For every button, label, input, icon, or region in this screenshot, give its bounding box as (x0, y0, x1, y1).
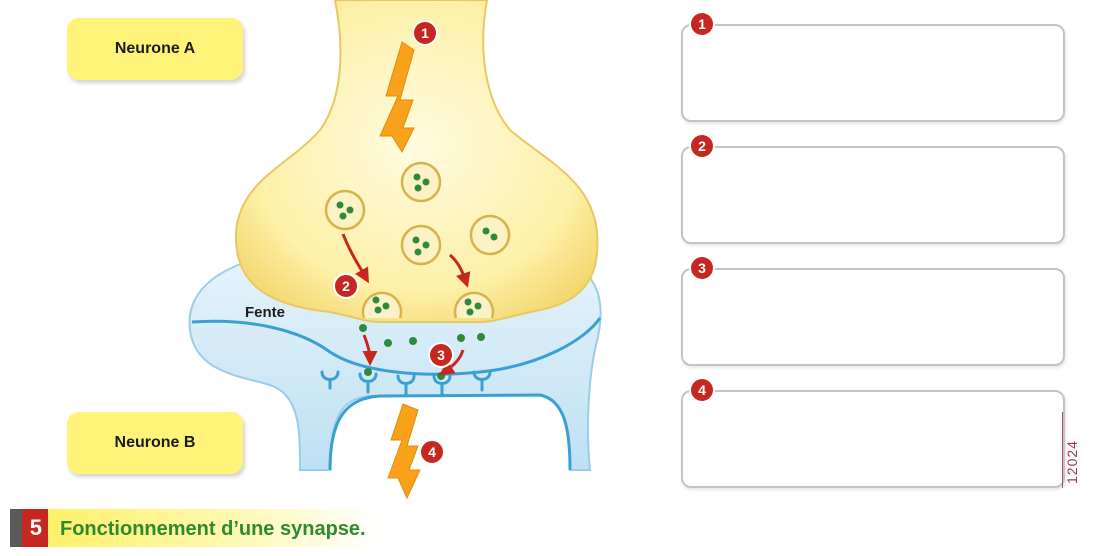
cleft-label: Fente (245, 304, 285, 321)
vesicle-icon (455, 293, 493, 318)
neuron-a-body (236, 0, 598, 322)
neuron-a-label: Neurone A (67, 18, 243, 80)
answer-box-2[interactable] (681, 146, 1065, 244)
answer-badge-4: 4 (691, 379, 713, 401)
answer-box-4[interactable] (681, 390, 1065, 488)
vesicle-icon (471, 216, 509, 254)
answer-badge-1: 1 (691, 13, 713, 35)
lightning-bolt-icon (388, 404, 420, 498)
answer-badge-2: 2 (691, 135, 713, 157)
svg-text:1: 1 (421, 25, 429, 41)
answer-box-3[interactable] (681, 268, 1065, 366)
answer-badge-3: 3 (691, 257, 713, 279)
step-badge-4: 4 (420, 440, 444, 464)
svg-text:3: 3 (437, 347, 445, 363)
step-badge-1: 1 (413, 21, 437, 45)
vesicle-icon (326, 191, 364, 229)
figure-number: 5 (10, 509, 48, 547)
answer-box-1[interactable] (681, 24, 1065, 122)
step-badge-3: 3 (429, 343, 453, 367)
vesicle-icon (363, 293, 401, 318)
neuron-b-label: Neurone B (67, 412, 243, 474)
vesicle-icon (402, 226, 440, 264)
figure-caption: Fonctionnement d’une synapse. (60, 518, 366, 541)
svg-text:4: 4 (428, 444, 436, 460)
figure-code: 12024 (1064, 440, 1080, 484)
code-rule (1062, 412, 1063, 488)
svg-text:2: 2 (342, 278, 350, 294)
vesicle-icon (402, 163, 440, 201)
step-badge-2: 2 (334, 274, 358, 298)
